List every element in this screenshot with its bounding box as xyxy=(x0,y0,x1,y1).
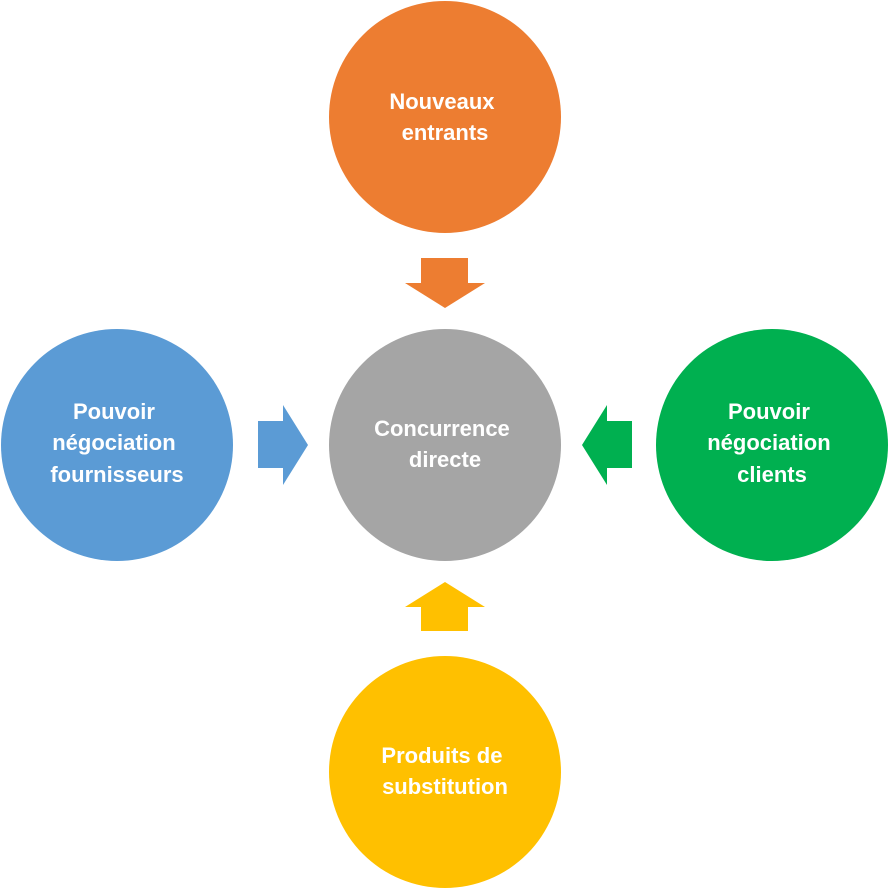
label-line: négociation xyxy=(707,430,830,455)
label-line: clients xyxy=(737,462,807,487)
label-line: négociation xyxy=(52,430,175,455)
arrow-down-icon xyxy=(405,258,485,308)
label-line: Pouvoir xyxy=(73,399,155,424)
arrow-left-icon xyxy=(582,405,632,485)
node-clients: Pouvoir négociation clients xyxy=(656,329,888,561)
label-line: Concurrence xyxy=(374,416,510,441)
circle-concurrence-directe xyxy=(329,329,561,561)
circle-clients xyxy=(656,329,888,561)
label-line: substitution xyxy=(382,774,508,799)
svg-text:Concurrence directe: Concurrence directe xyxy=(374,416,516,472)
arrow-right-icon xyxy=(258,405,308,485)
circle-fournisseurs xyxy=(1,329,233,561)
circle-substitution xyxy=(329,656,561,888)
svg-text:Pouvoir négociation: Pouvoir négociation fournisseurs xyxy=(50,399,183,487)
node-fournisseurs: Pouvoir négociation fournisseurs xyxy=(1,329,233,561)
node-substitution: Produits de substitution xyxy=(329,656,561,888)
node-concurrence-directe: Concurrence directe xyxy=(329,329,561,561)
svg-text:Produits de substitution: Produits de substitution xyxy=(381,743,508,799)
label-line: directe xyxy=(409,447,481,472)
label-line: Nouveaux xyxy=(389,89,495,114)
label-line: fournisseurs xyxy=(50,462,183,487)
svg-text:Nouveaux entrants: Nouveaux entrants xyxy=(389,89,500,145)
label-line: entrants xyxy=(402,120,489,145)
arrow-up-icon xyxy=(405,582,485,631)
node-nouveaux-entrants: Nouveaux entrants xyxy=(329,1,561,233)
svg-text:Pouvoir négociation: Pouvoir négociation clients xyxy=(707,399,837,487)
circle-nouveaux-entrants xyxy=(329,1,561,233)
label-line: Produits de xyxy=(381,743,502,768)
label-line: Pouvoir xyxy=(728,399,810,424)
